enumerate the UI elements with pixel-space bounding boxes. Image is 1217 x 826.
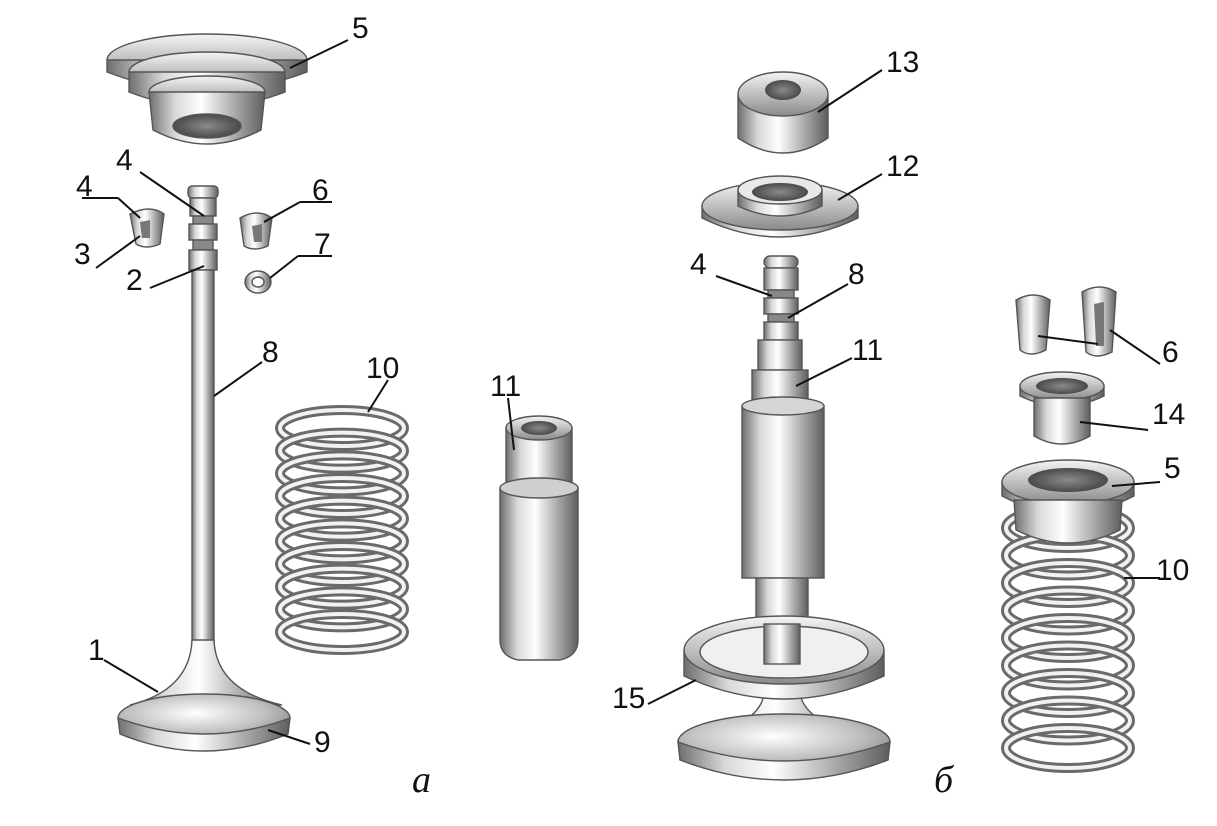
callout-a-3: 3 [74,238,91,271]
callout-b-10: 10 [1156,554,1189,587]
spring-coil-highlight [1004,726,1132,770]
spring-coil-highlight [1004,698,1132,743]
callout-a-10: 10 [366,352,399,385]
caption-a: а [412,759,431,801]
callout-a-1: 1 [88,634,105,667]
callout-a-11: 11 [490,370,521,403]
spring-coil-highlight [1004,561,1132,605]
valve-guide-a [499,415,579,661]
spring-coil-highlight [278,566,406,607]
callout-b-8: 8 [848,258,865,291]
callout-a-4: 4 [76,170,93,203]
spring-coil-highlight [1004,616,1132,660]
washer-b [701,175,859,238]
callout-b-5: 5 [1164,452,1181,485]
valve-b [677,255,891,781]
collet-a-right [239,212,273,250]
callout-b-6: 6 [1162,336,1179,369]
collet-b-right [1081,286,1117,357]
spring-coil-highlight [278,589,406,630]
callout-b-15: 15 [612,682,645,715]
callout-a-8: 8 [262,336,279,369]
callout-a-7: 7 [314,228,331,261]
callout-b-11: 11 [852,334,883,367]
callout-b-4: 4 [690,248,707,281]
spring-coil-highlight [278,408,406,448]
spring-coil-highlight [1004,671,1132,715]
callout-a-2: 2 [126,264,143,297]
spring-coil-highlight [278,521,406,562]
spring-coil-highlight [278,430,406,471]
spring-coil-highlight [278,612,406,652]
spring-coil-highlight [278,453,406,494]
spring-coil-highlight [278,476,406,516]
spring-coil-highlight [278,498,406,539]
valve-spring-a [275,405,409,655]
tappet-cup-b [737,71,829,154]
callout-b-12: 12 [886,150,919,183]
stem-seal-b [1019,371,1105,445]
stem-seal-a [244,270,272,294]
leaders-b [647,69,1161,705]
panel-a: 5 4 4 6 3 2 7 8 10 11 1 9 а [74,12,579,801]
spring-coil-highlight [1004,643,1132,688]
spring-retainer-a [106,33,308,145]
callout-a-5: 5 [352,12,369,45]
spring-coil-highlight [1004,588,1132,633]
callout-b-14: 14 [1152,398,1185,431]
callout-a-4-top: 4 [116,144,133,177]
callout-a-6: 6 [312,174,329,207]
collet-b-left [1015,294,1051,355]
valve-spring-b [1001,503,1135,773]
valve-a [117,185,291,752]
caption-b: б [934,759,955,801]
panel-b: 13 12 4 8 11 15 6 14 5 10 б [612,46,1189,801]
spring-retainer-b [1001,459,1135,544]
seat-ring-b [683,615,885,700]
callout-a-9: 9 [314,726,331,759]
leaders-a [82,39,515,745]
spring-coil-highlight [278,544,406,584]
callout-b-13: 13 [886,46,919,79]
